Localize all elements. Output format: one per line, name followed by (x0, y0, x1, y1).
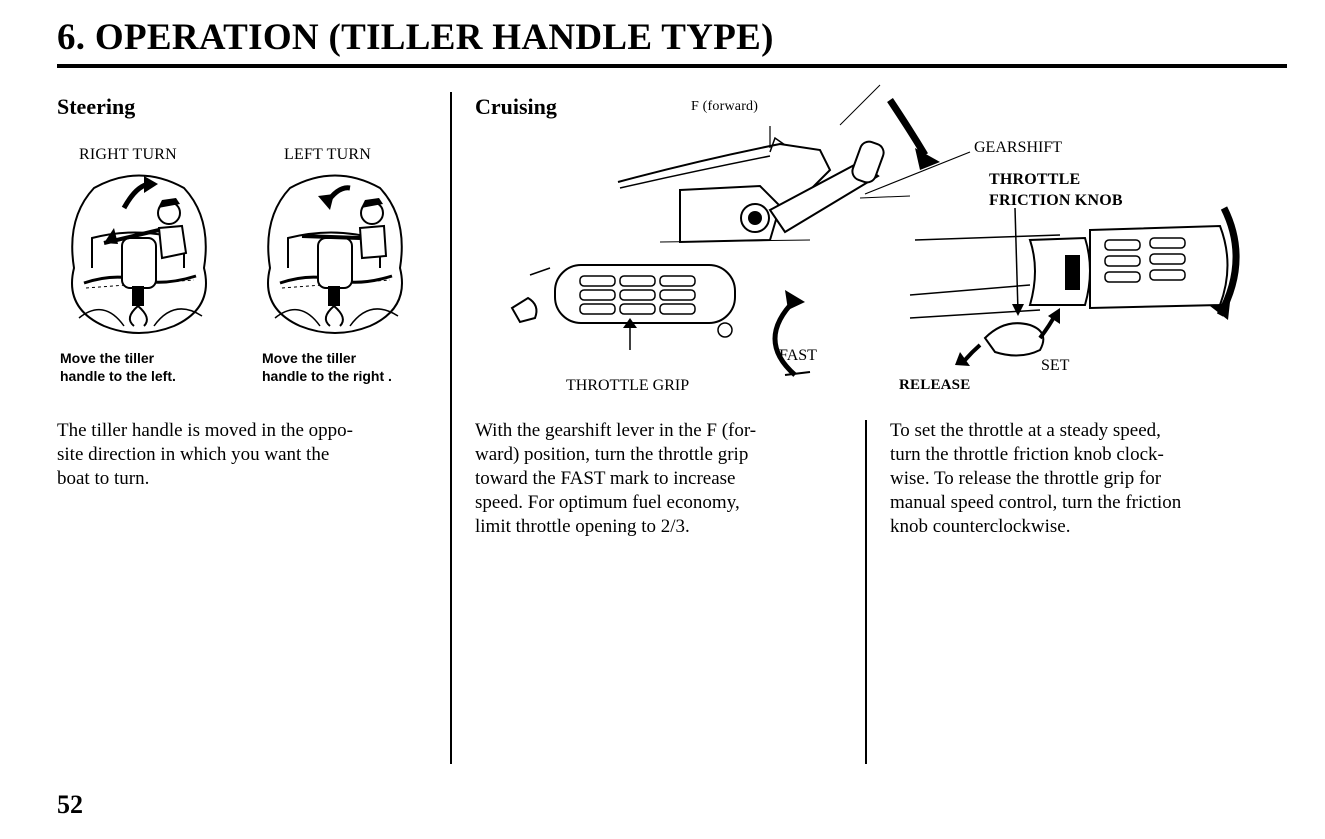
right-turn-caption: Move the tiller handle to the left. (60, 349, 176, 385)
title-rule (57, 64, 1287, 68)
friction-knob-label-line-1: THROTTLE (989, 171, 1081, 188)
cruising-heading: Cruising (475, 94, 557, 119)
gearshift-illustration (510, 84, 1240, 377)
friction-body-line-5: knob counterclockwise. (890, 516, 1071, 537)
gearshift-label: GEARSHIFT (974, 139, 1063, 156)
friction-body-line-2: turn the throttle friction knob clock- (890, 444, 1164, 465)
left-turn-caption-line-1: Move the tiller (262, 350, 357, 366)
cruising-body-line-2: ward) position, turn the throttle grip (475, 444, 749, 465)
cruising-body-text: With the gearshift lever in the F (for- … (475, 419, 756, 539)
cruising-body-line-3: toward the FAST mark to increase (475, 468, 736, 489)
set-label: SET (1041, 357, 1070, 374)
steering-body-line-2: site direction in which you want the (57, 444, 330, 465)
right-turn-label: RIGHT TURN (79, 146, 177, 163)
friction-body-line-4: manual speed control, turn the friction (890, 492, 1182, 513)
column-divider-left (450, 92, 452, 764)
right-turn-illustration (71, 174, 207, 334)
friction-knob-label-line-2: FRICTION KNOB (989, 192, 1123, 209)
cruising-body-line-5: limit throttle opening to 2/3. (475, 516, 690, 537)
page-title: 6. OPERATION (TILLER HANDLE TYPE) (57, 17, 774, 58)
left-turn-caption-line-2: handle to the right . (262, 368, 392, 384)
friction-body-text: To set the throttle at a steady speed, t… (890, 419, 1181, 539)
cruising-body-line-1: With the gearshift lever in the F (for- (475, 420, 757, 441)
steering-body-line-1: The tiller handle is moved in the oppo- (57, 420, 354, 441)
friction-body-line-3: wise. To release the throttle grip for (890, 468, 1162, 489)
steering-body-line-3: boat to turn. (57, 468, 150, 489)
friction-body-line-1: To set the throttle at a steady speed, (890, 420, 1161, 441)
cruising-body-line-4: speed. For optimum fuel economy, (475, 492, 740, 513)
left-turn-label: LEFT TURN (284, 146, 371, 163)
left-turn-illustration (267, 174, 403, 334)
right-turn-caption-line-2: handle to the left. (60, 368, 176, 384)
steering-heading: Steering (57, 94, 136, 119)
throttle-grip-label: THROTTLE GRIP (566, 377, 690, 394)
right-turn-caption-line-1: Move the tiller (60, 350, 155, 366)
page-number: 52 (57, 790, 83, 819)
fast-label: FAST (779, 347, 817, 364)
forward-label: F (forward) (691, 99, 759, 114)
release-label: RELEASE (899, 377, 971, 393)
left-turn-caption: Move the tiller handle to the right . (262, 349, 392, 385)
steering-body-text: The tiller handle is moved in the oppo- … (57, 419, 353, 491)
column-divider-right (865, 420, 867, 764)
friction-knob-label: THROTTLE FRICTION KNOB (989, 169, 1123, 211)
